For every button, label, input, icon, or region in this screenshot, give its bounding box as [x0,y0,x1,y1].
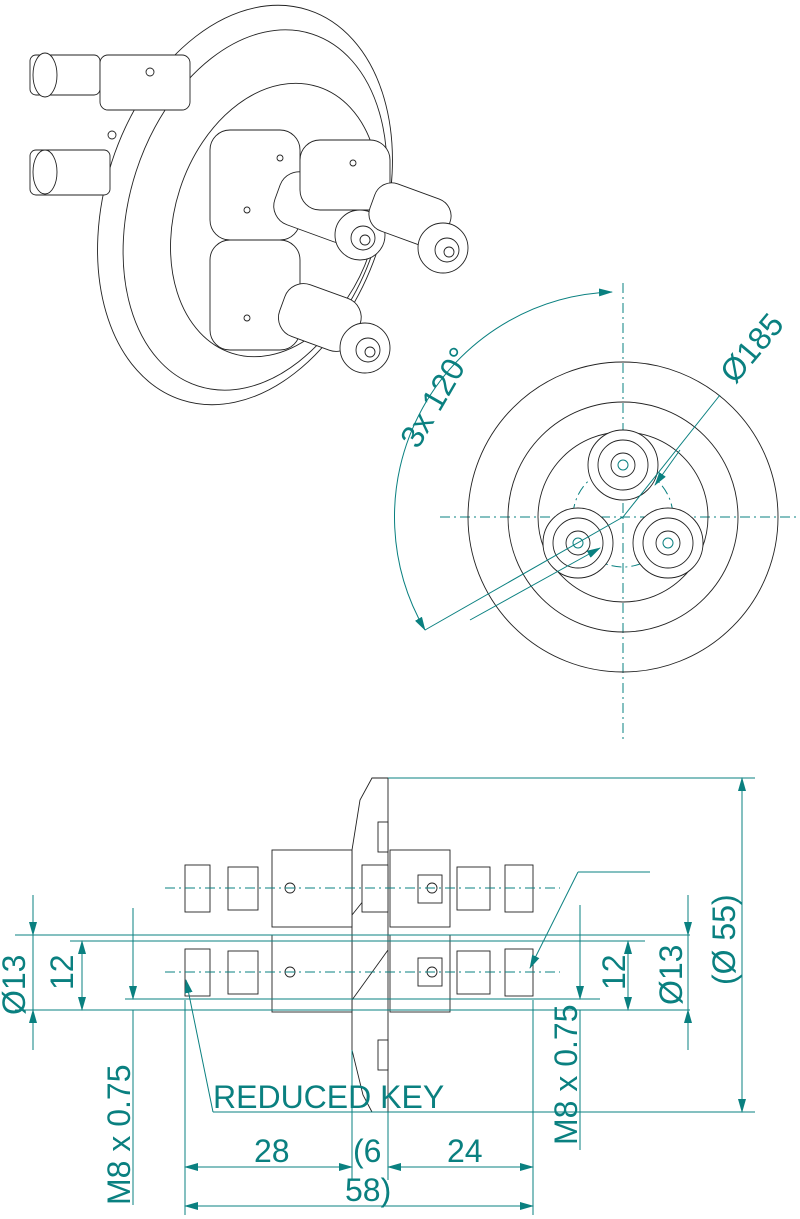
front-connectors [209,129,469,374]
reduced-key-note: REDUCED KEY [213,1079,444,1115]
diameter-185-label: Ø185 [713,306,791,389]
front-view: 3x 120° Ø185 [393,283,800,740]
right-pitch-12-label: 12 [596,954,632,990]
lower-connector-left [184,934,353,1013]
flange-diameter-55-label: (Ø 55) [706,894,742,985]
connector-right [632,507,704,579]
isometric-view [29,4,469,406]
right-thread-label: M8 x 0.75 [548,1004,584,1145]
length-24-label: 24 [447,1133,483,1169]
left-diameter-13-label: Ø13 [0,955,32,1015]
lower-connector-right [389,934,534,1013]
side-view: Ø13 12 M8 x 0.75 M8 x 0.75 12 Ø13 (Ø 55)… [0,777,755,1215]
left-pitch-12-label: 12 [44,954,80,990]
total-length-58-label: 58) [345,1172,391,1208]
length-28-label: 28 [254,1133,290,1169]
connector-top [587,429,659,501]
flange-thickness-6-label: (6 [353,1133,381,1169]
left-thread-label: M8 x 0.75 [101,1064,137,1205]
right-diameter-13-label: Ø13 [653,945,689,1005]
angle-label: 3x 120° [393,341,479,453]
back-connectors [29,52,191,196]
angle-dimension-arc [394,288,613,631]
